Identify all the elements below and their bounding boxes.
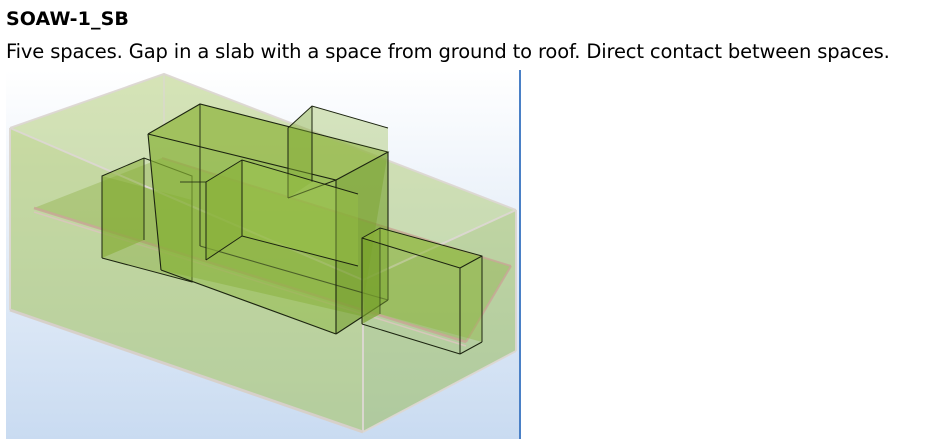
space-ground-to-roof[interactable] bbox=[147, 103, 390, 335]
space-lower-left[interactable] bbox=[101, 157, 193, 283]
space-right-lower[interactable] bbox=[361, 227, 483, 355]
model-viewport[interactable] bbox=[6, 70, 520, 439]
building-front-face bbox=[10, 128, 363, 432]
building-right-face bbox=[363, 210, 516, 432]
slab-right-edge bbox=[465, 265, 512, 343]
document-heading: SOAW-1_SB bbox=[6, 8, 129, 30]
slab-face bbox=[34, 158, 511, 342]
building-model-svg bbox=[6, 70, 520, 439]
space-middle-inner[interactable] bbox=[180, 159, 359, 267]
viewport-border bbox=[519, 70, 521, 439]
document-caption: Five spaces. Gap in a slab with a space … bbox=[6, 40, 890, 63]
ground-front-edge bbox=[9, 308, 364, 434]
